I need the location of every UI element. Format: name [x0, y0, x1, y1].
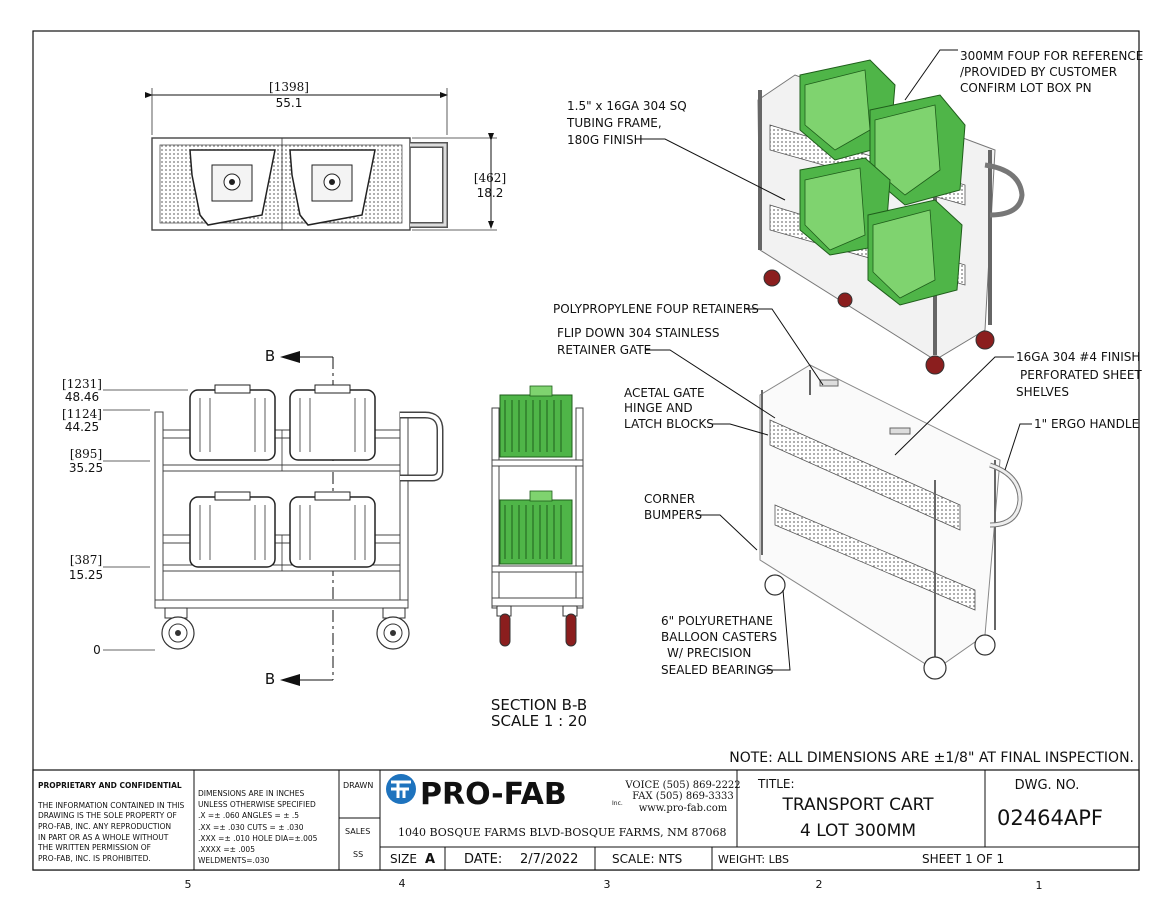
dim-387-in: 15.25	[69, 568, 103, 582]
zone-2: 2	[816, 878, 823, 891]
callout-foup-ref: 300MM FOUP FOR REFERENCE /PROVIDED BY CU…	[960, 49, 1147, 95]
top-width-in: 55.1	[276, 96, 303, 110]
profab-logo: PRO-FAB Inc.	[386, 774, 623, 812]
section-view: SECTION B-B SCALE 1 : 20	[491, 385, 587, 730]
website: www.pro-fab.com	[639, 803, 728, 814]
dim-1231-mm: [1231]	[62, 377, 102, 391]
company-name: PRO-FAB	[420, 777, 567, 812]
front-foup-4	[289, 491, 376, 568]
section-foup-lower	[499, 490, 573, 565]
section-scale: SCALE 1 : 20	[491, 712, 587, 730]
drawing-title-line1: TRANSPORT CART	[781, 795, 934, 815]
zone-4: 4	[399, 877, 406, 890]
sheet-number: SHEET 1 OF 1	[922, 852, 1004, 866]
section-caster-right	[562, 605, 578, 647]
drawing-title-line2: 4 LOT 300MM	[800, 821, 916, 841]
date-label: DATE:	[464, 852, 502, 867]
section-caster-left	[496, 605, 512, 647]
iso-view-empty	[759, 364, 1023, 680]
section-foup-upper	[499, 385, 573, 458]
voice-number: VOICE (505) 869-2222	[624, 780, 740, 791]
size-value: A	[425, 852, 435, 867]
callout-shelves: 16GA 304 #4 FINISH PERFORATED SHEET SHEL…	[1016, 350, 1146, 399]
fax-number: FAX (505) 869-3333	[632, 791, 734, 802]
dim-1124-mm: [1124]	[62, 407, 102, 421]
tolerance-note: NOTE: ALL DIMENSIONS ARE ±1/8" AT FINAL …	[729, 750, 1134, 766]
zone-3: 3	[604, 878, 611, 891]
top-depth-mm: [462]	[474, 171, 506, 185]
front-caster-left	[161, 607, 195, 650]
top-depth-in: 18.2	[477, 186, 504, 200]
sales-label: SALES	[345, 827, 370, 836]
zone-markers: 5 4 3 2 1	[185, 877, 1043, 892]
drawn-label: DRAWN	[343, 781, 373, 790]
front-caster-right	[376, 607, 410, 650]
proprietary-text: THE INFORMATION CONTAINED IN THIS DRAWIN…	[37, 801, 187, 863]
dim-387-mm: [387]	[70, 553, 102, 567]
zone-5: 5	[185, 878, 192, 891]
front-foup-2	[289, 384, 376, 461]
tolerance-table: DIMENSIONS ARE IN INCHES UNLESS OTHERWIS…	[198, 789, 320, 865]
company-suffix: Inc.	[612, 800, 623, 807]
callout-gate: FLIP DOWN 304 STAINLESS RETAINER GATE	[557, 326, 723, 357]
section-title: SECTION B-B	[491, 696, 587, 714]
company-address: 1040 BOSQUE FARMS BLVD-BOSQUE FARMS, NM …	[398, 826, 726, 839]
front-foup-1	[189, 384, 276, 461]
iso-view-loaded	[757, 59, 1025, 375]
top-width-mm: [1398]	[269, 80, 309, 94]
callout-handle: 1" ERGO HANDLE	[1034, 417, 1139, 431]
dim-1124-in: 44.25	[65, 420, 99, 434]
scale-label: SCALE: NTS	[612, 852, 682, 866]
weight-label: WEIGHT: LBS	[718, 853, 789, 866]
dim-1231-in: 48.46	[65, 390, 99, 404]
dim-zero: 0	[93, 643, 101, 657]
callouts: 300MM FOUP FOR REFERENCE /PROVIDED BY CU…	[553, 49, 1147, 677]
callout-retainers: POLYPROPYLENE FOUP RETAINERS	[553, 302, 759, 316]
dwg-no-value: 02464APF	[997, 806, 1103, 830]
section-mark-bottom: B	[265, 670, 275, 688]
title-block: PROPRIETARY AND CONFIDENTIAL THE INFORMA…	[32, 769, 1140, 871]
title-label: TITLE:	[757, 777, 795, 791]
front-foup-3	[189, 491, 276, 568]
callout-bumpers: CORNER BUMPERS	[644, 492, 702, 522]
sales-value: SS	[353, 850, 363, 859]
callout-tubing: 1.5" x 16GA 304 SQ TUBING FRAME, 180G FI…	[566, 99, 691, 147]
callout-hinge: ACETAL GATE HINGE AND LATCH BLOCKS	[624, 386, 714, 431]
top-view: [1398] 55.1 [462] 18.2	[145, 80, 506, 231]
section-mark-top: B	[265, 347, 275, 365]
dim-895-mm: [895]	[70, 447, 102, 461]
front-view: B B	[62, 347, 444, 688]
date-value: 2/7/2022	[520, 852, 578, 867]
size-label: SIZE	[390, 852, 417, 866]
dim-895-in: 35.25	[69, 461, 103, 475]
proprietary-title: PROPRIETARY AND CONFIDENTIAL	[38, 781, 182, 790]
zone-1: 1	[1036, 879, 1043, 892]
dwg-no-label: DWG. NO.	[1015, 778, 1080, 793]
callout-casters: 6" POLYURETHANE BALLOON CASTERS W/ PRECI…	[661, 614, 781, 677]
